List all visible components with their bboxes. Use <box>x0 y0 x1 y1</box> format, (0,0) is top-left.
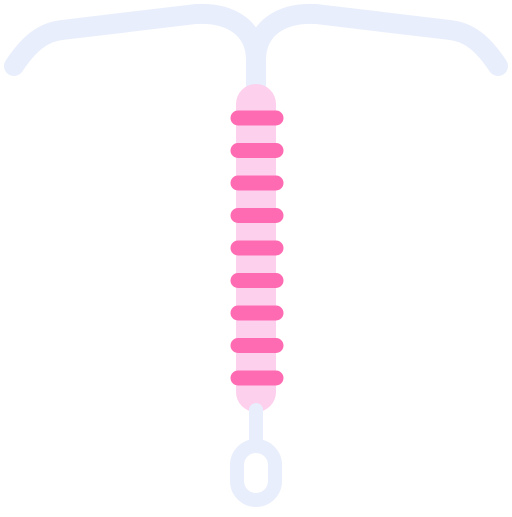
string-loop <box>230 439 282 507</box>
left-arm <box>4 3 266 100</box>
iud-string <box>230 403 282 507</box>
iud-frame <box>4 3 508 100</box>
copper-coil <box>230 110 284 386</box>
right-arm <box>246 3 508 76</box>
